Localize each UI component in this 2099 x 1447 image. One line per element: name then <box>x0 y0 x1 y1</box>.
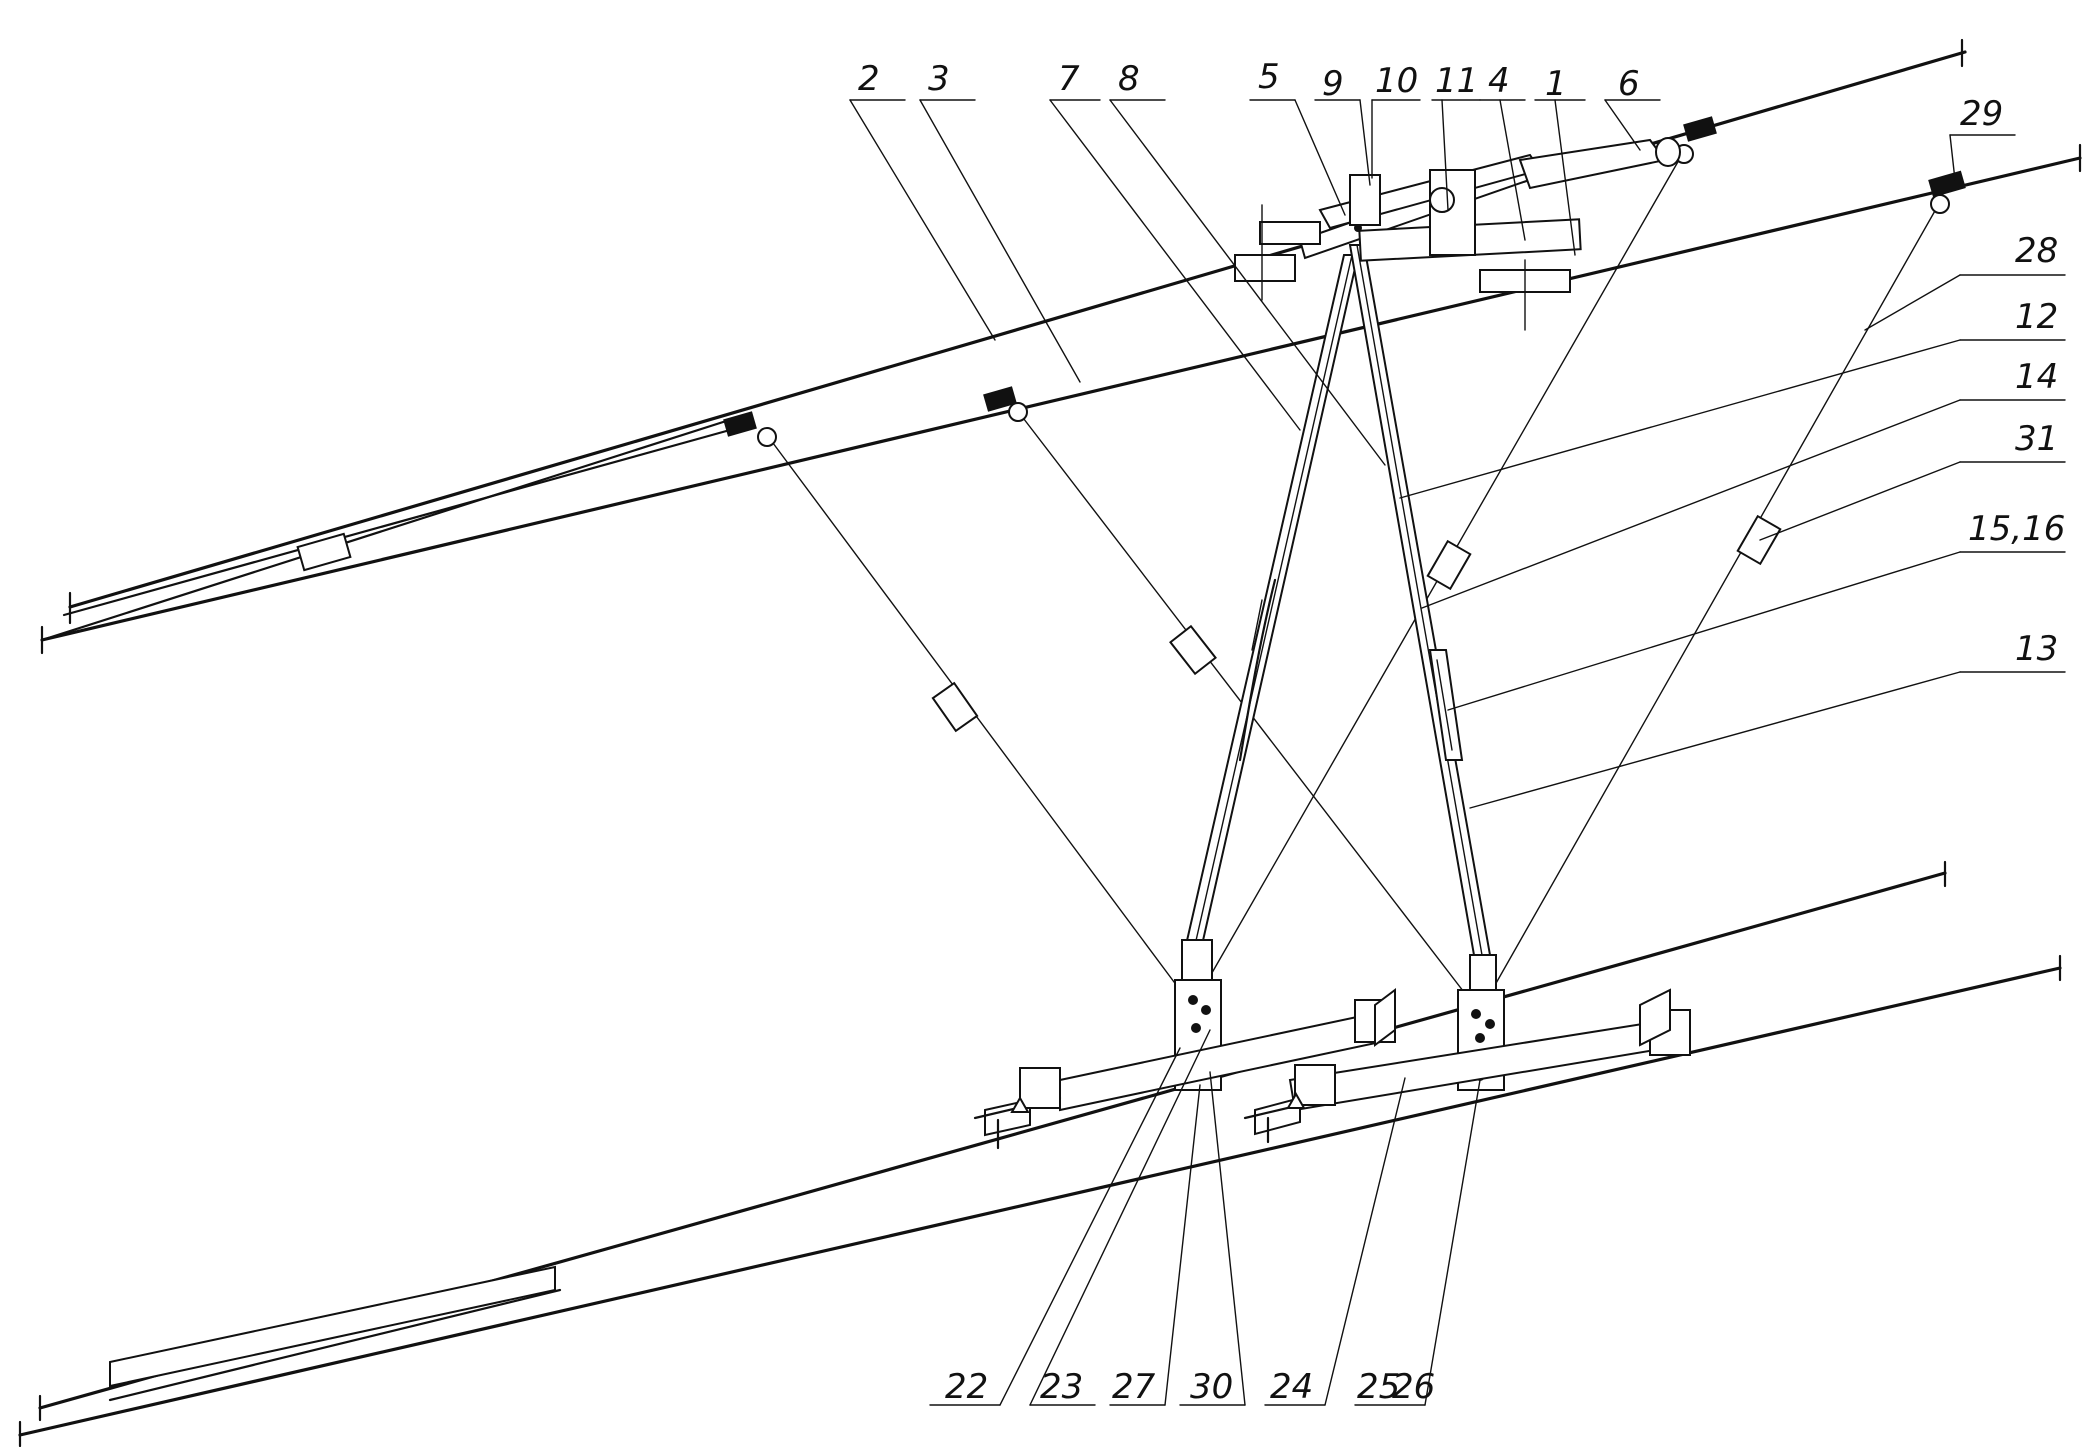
callout-24: 24 <box>1270 1367 1313 1407</box>
callout-27: 27 <box>1112 1367 1156 1407</box>
callout-13: 13 <box>2015 629 2058 669</box>
rope-clamps <box>723 116 1966 447</box>
callout-14: 14 <box>2015 357 2058 397</box>
ground-rails <box>18 860 2062 1447</box>
callout-7: 7 <box>1058 59 1080 99</box>
callout-10: 10 <box>1375 61 1418 101</box>
callout-23: 23 <box>1040 1367 1083 1407</box>
callout-9: 9 <box>1322 64 1344 104</box>
callout-8: 8 <box>1118 59 1140 99</box>
callout-labels: 2 3 7 8 5 9 10 11 4 1 6 29 28 12 14 31 1… <box>858 57 2065 1407</box>
callout-15-16: 15,16 <box>1968 509 2065 549</box>
callout-2: 2 <box>858 59 880 99</box>
head-assembly <box>1234 137 1681 331</box>
cable-clamp <box>296 532 352 572</box>
leader-lines <box>849 99 2066 1406</box>
foot-assemblies <box>973 939 1691 1150</box>
upper-track-cables <box>40 38 2082 655</box>
callout-1: 1 <box>1545 64 1567 104</box>
callout-6: 6 <box>1618 64 1640 104</box>
base-block <box>109 1265 556 1388</box>
callout-26: 26 <box>1392 1367 1435 1407</box>
stay-ropes <box>766 152 1941 1001</box>
callout-22: 22 <box>945 1367 988 1407</box>
callout-29: 29 <box>1960 94 2003 134</box>
callout-4: 4 <box>1488 61 1510 101</box>
callout-31: 31 <box>2015 419 2058 459</box>
callout-3: 3 <box>928 59 950 99</box>
callout-5: 5 <box>1258 57 1280 97</box>
callout-28: 28 <box>2015 231 2058 271</box>
callout-30: 30 <box>1190 1367 1233 1407</box>
callout-12: 12 <box>2015 297 2058 337</box>
callout-25: 25 <box>1357 1367 1400 1407</box>
callout-11: 11 <box>1435 61 1478 101</box>
